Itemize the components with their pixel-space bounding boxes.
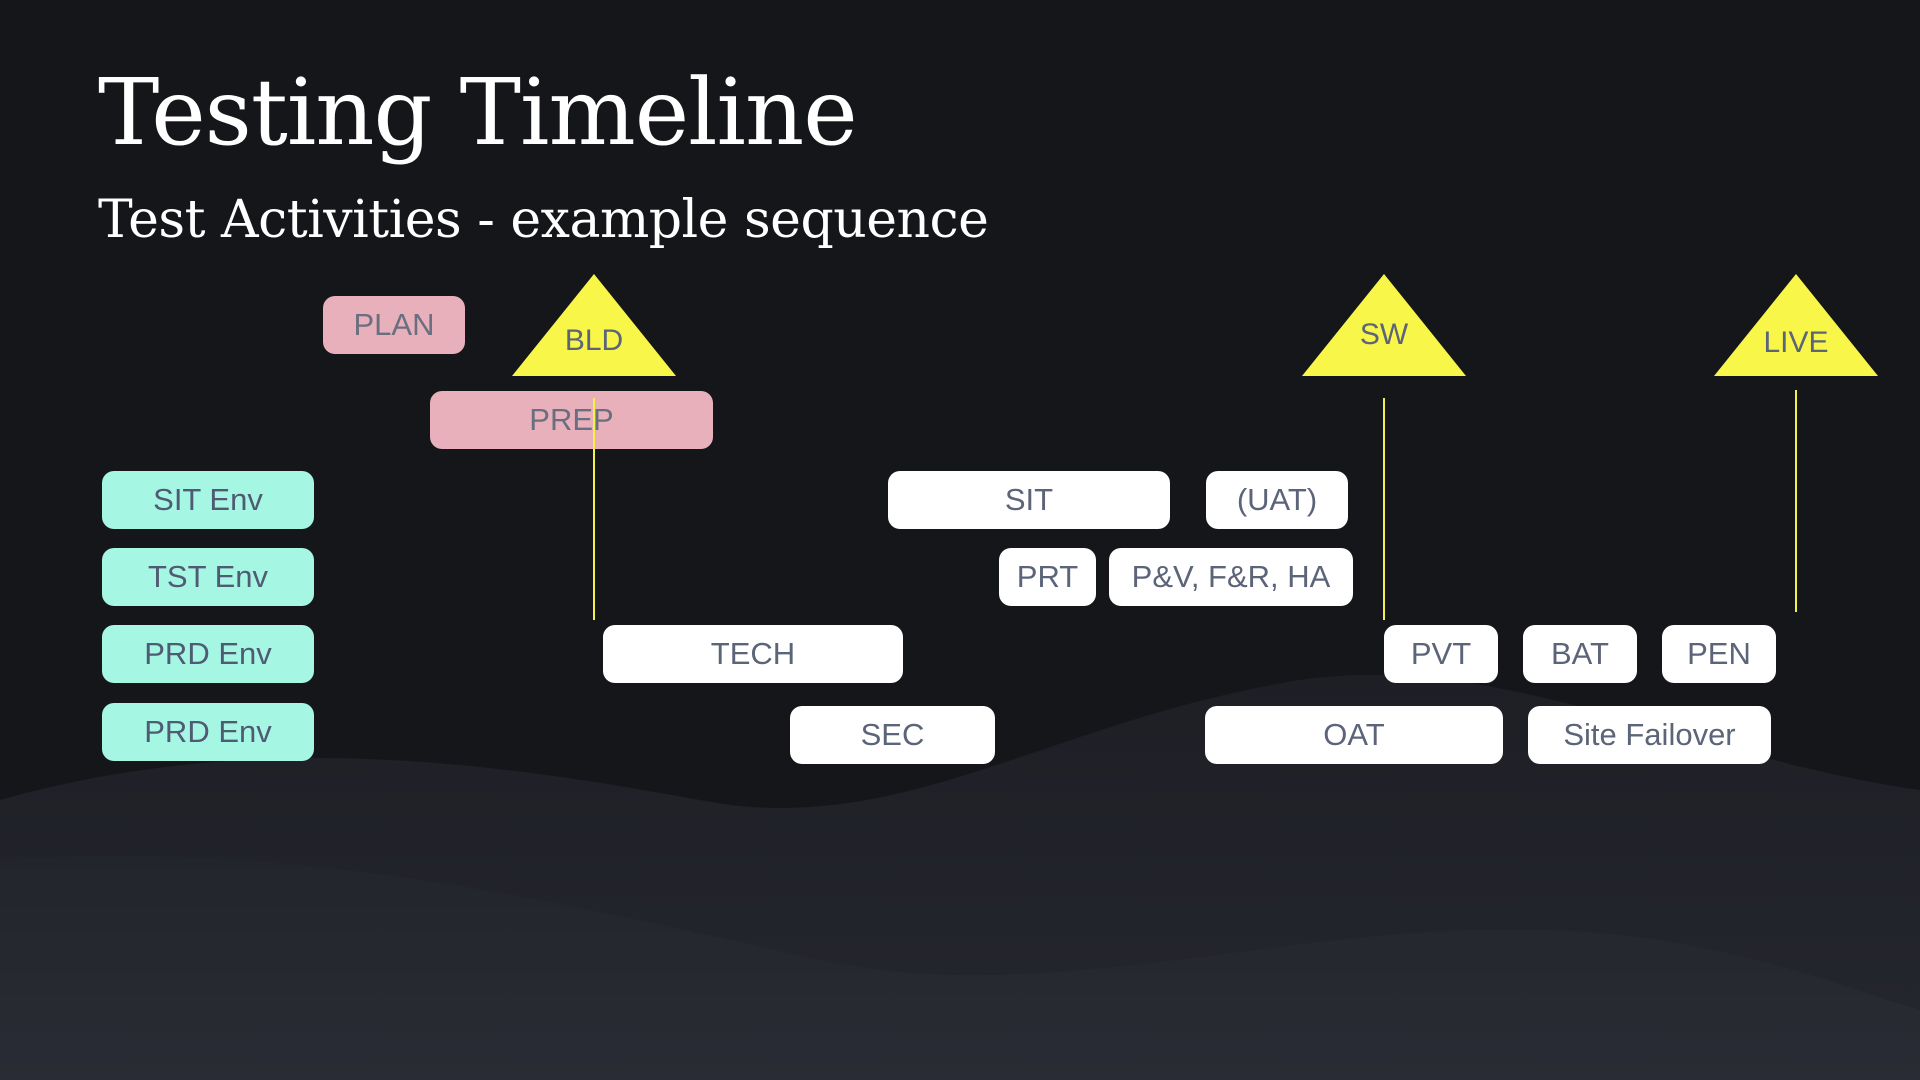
milestone-bld: BLD bbox=[512, 274, 676, 376]
milestone-line-sw bbox=[1383, 398, 1385, 620]
activity-bat: BAT bbox=[1523, 625, 1637, 683]
activity-sec: SEC bbox=[790, 706, 995, 764]
activity-pv-fr-ha: P&V, F&R, HA bbox=[1109, 548, 1353, 606]
activity-pvt: PVT bbox=[1384, 625, 1498, 683]
page-subtitle: Test Activities - example sequence bbox=[98, 190, 989, 250]
activity-sit: SIT bbox=[888, 471, 1170, 529]
milestone-label: SW bbox=[1359, 318, 1409, 351]
activity-tech: TECH bbox=[603, 625, 903, 683]
activity-site-failover: Site Failover bbox=[1528, 706, 1771, 764]
triangle-icon bbox=[512, 274, 676, 376]
activity-oat: OAT bbox=[1205, 706, 1503, 764]
milestone-label: LIVE bbox=[1763, 326, 1829, 359]
milestone-label: BLD bbox=[564, 324, 624, 357]
activity-uat: (UAT) bbox=[1206, 471, 1348, 529]
plan-block: PLAN bbox=[323, 296, 465, 354]
env-prd-1: PRD Env bbox=[102, 625, 314, 683]
triangle-icon bbox=[1714, 274, 1878, 376]
env-tst: TST Env bbox=[102, 548, 314, 606]
activity-pen: PEN bbox=[1662, 625, 1776, 683]
env-sit: SIT Env bbox=[102, 471, 314, 529]
milestone-line-bld bbox=[593, 398, 595, 620]
milestone-sw: SW bbox=[1302, 274, 1466, 376]
triangle-icon bbox=[1302, 274, 1466, 376]
activity-prt: PRT bbox=[999, 548, 1096, 606]
milestone-live: LIVE bbox=[1714, 274, 1878, 376]
env-prd-2: PRD Env bbox=[102, 703, 314, 761]
prep-block: PREP bbox=[430, 391, 713, 449]
milestone-line-live bbox=[1795, 390, 1797, 612]
page-title: Testing Timeline bbox=[98, 59, 858, 166]
